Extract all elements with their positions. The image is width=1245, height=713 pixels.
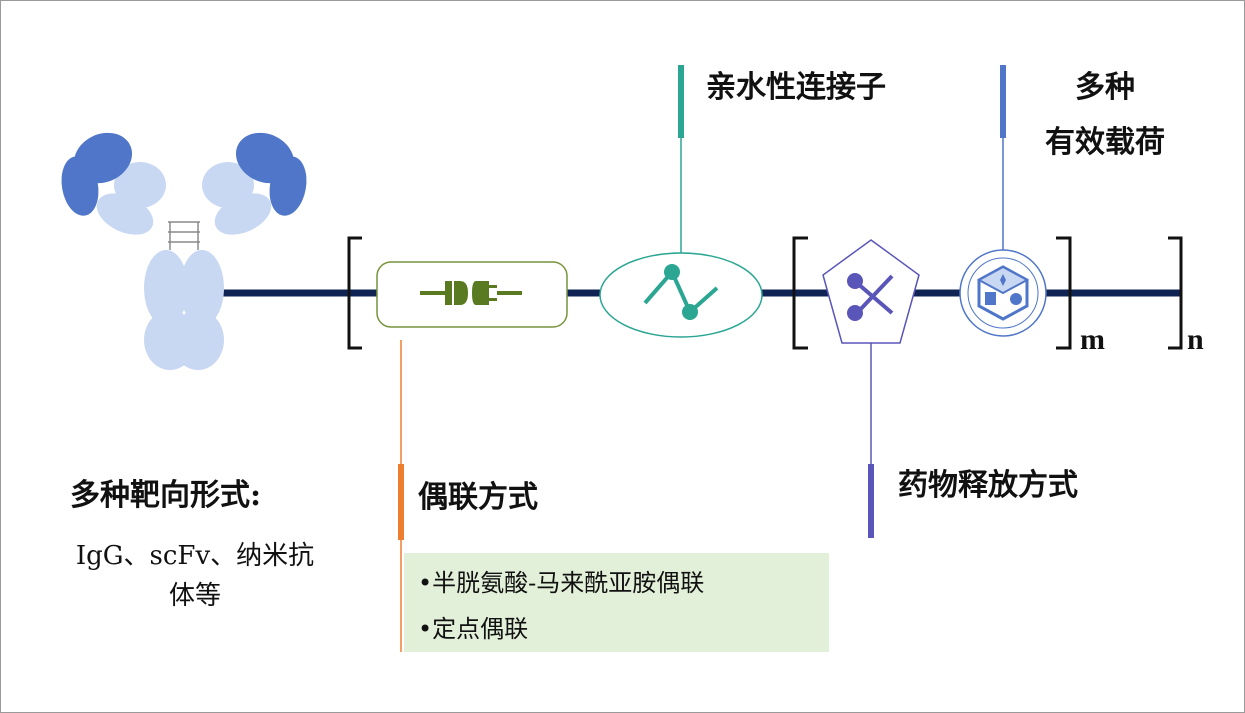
antibody-fc-right-lower [172, 310, 224, 370]
conjugation-item-1: •半胱氨酸-马来酰亚胺偶联 [418, 569, 705, 597]
hydrophilic-linker-label: 亲水性连接子 [706, 70, 886, 105]
bracket-n-left [347, 236, 362, 350]
payload-inner-ring [967, 257, 1039, 329]
conjugation-methods-box: •半胱氨酸-马来酰亚胺偶联 •定点偶联 [404, 553, 829, 652]
bracket-n-right [1168, 236, 1183, 350]
subscript-m: m [1080, 323, 1105, 356]
conjugation-box [376, 261, 568, 328]
payloads-label-line2: 有效载荷 [1045, 125, 1165, 160]
antibody-left-tip-lower [61, 156, 99, 216]
conjugation-item-2: •定点偶联 [418, 615, 529, 643]
antibody-right-light-lower [214, 193, 272, 235]
antibody-fc-right-upper [180, 250, 224, 326]
bracket-m-left [792, 236, 808, 350]
targeting-formats-title: 多种靶向形式: [70, 478, 262, 513]
payloads-label-line1: 多种 [1075, 70, 1135, 105]
cube-payload-icon [976, 265, 1030, 321]
conjugation-title: 偶联方式 [418, 480, 538, 515]
targeting-formats-sub-line1: IgG、scFv、纳米抗 [75, 541, 315, 571]
linker-molecule-icon [643, 264, 719, 320]
antibody-hinge [168, 221, 200, 250]
subscript-n: n [1187, 323, 1204, 356]
bracket-m-right [1056, 236, 1072, 350]
antibody-right-tip-lower [269, 156, 307, 216]
targeting-formats-sub-line2: 体等 [168, 581, 221, 611]
scissors-icon [847, 273, 894, 321]
antibody-left-light-lower [96, 193, 154, 235]
antibody-fc-left-upper [144, 250, 188, 326]
release-method-title: 药物释放方式 [898, 468, 1078, 503]
plug-icon [420, 281, 522, 305]
antibody-icon [61, 132, 307, 370]
release-pentagon [822, 239, 920, 344]
